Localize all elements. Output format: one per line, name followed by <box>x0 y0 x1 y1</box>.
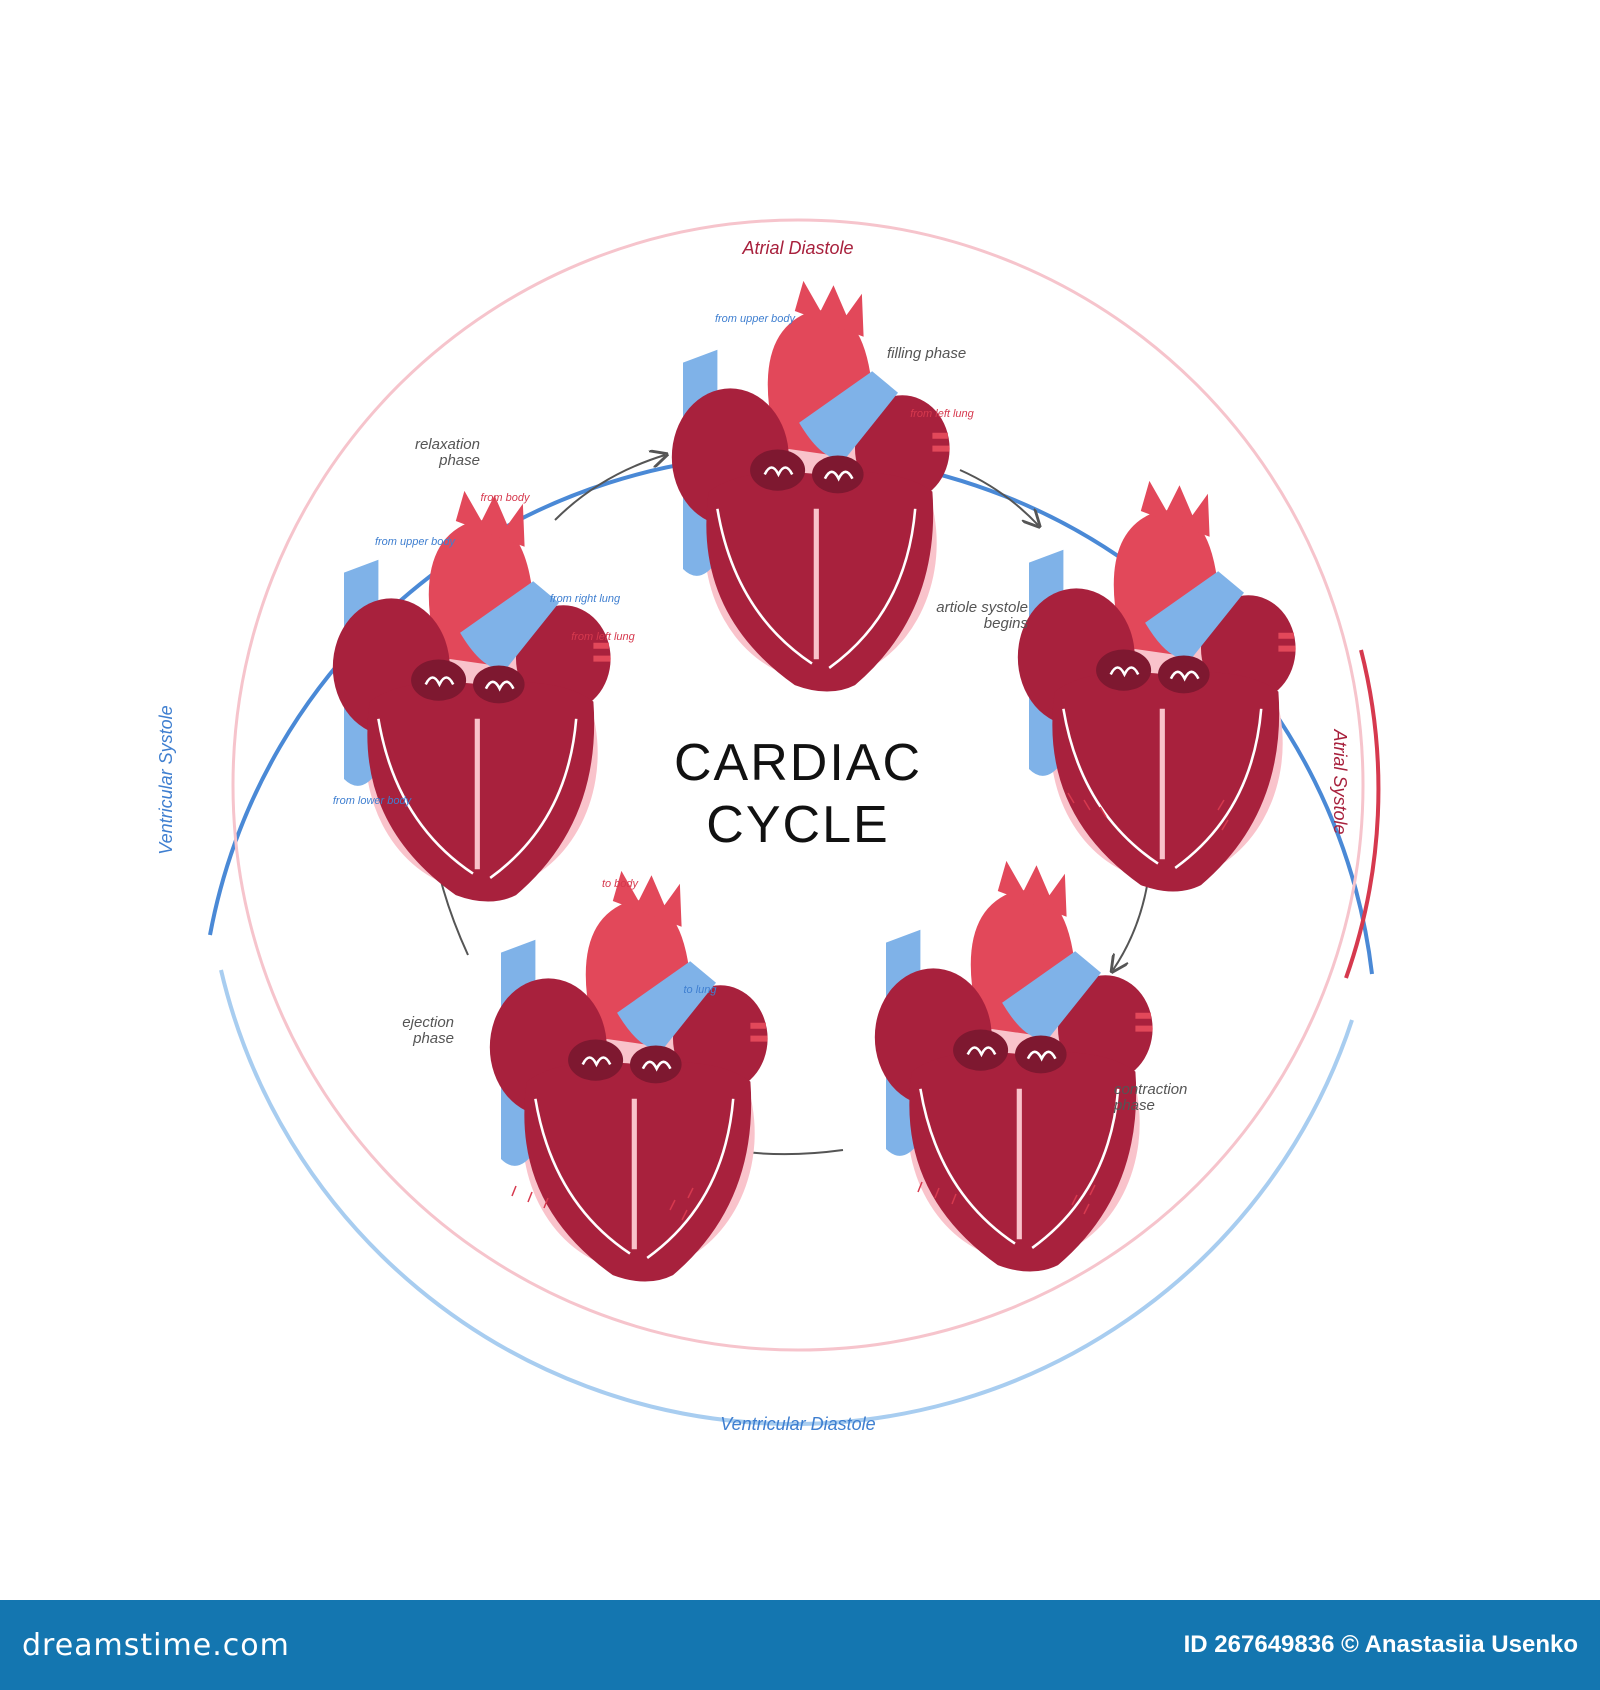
footer: dreamstime.com ID 267649836 © Anastasiia… <box>0 1600 1600 1690</box>
ring-label-atrial-diastole: Atrial Diastole <box>741 238 853 258</box>
heart-atriole-systole <box>1018 481 1296 892</box>
ring-label-ventricular-systole: Ventricular Systole <box>156 705 176 854</box>
ring-arc-ventricular-diastole <box>219 969 1354 1426</box>
heart-contraction-phase <box>875 861 1153 1272</box>
heart-filling-phase <box>672 281 950 692</box>
ring-label-ventricular-diastole: Ventricular Diastole <box>720 1414 875 1434</box>
pressure-ticks-contraction <box>917 1181 1096 1215</box>
phase-label-contraction-line2: phase <box>1113 1097 1155 1114</box>
note-from-upper-body-relaxation: from upper body <box>375 536 457 548</box>
phase-label-atriole-line2: begins <box>984 615 1029 632</box>
pressure-ticks-atriole <box>1067 792 1229 831</box>
note-from-lower-body: from lower body <box>333 795 413 807</box>
heart-ejection-phase <box>490 871 768 1282</box>
cycle-arrow-relaxation-to-filling <box>554 455 665 521</box>
ring-label-atrial-systole: Atrial Systole <box>1330 728 1350 834</box>
note-from-upper-body-filling: from upper body <box>715 313 797 325</box>
phase-label-atriole-line1: artiole systole <box>936 599 1028 616</box>
ring-inner-pink <box>231 218 1365 1352</box>
note-from-left-lung-relaxation: from left lung <box>571 631 635 643</box>
cycle-arrow-atriole-to-contraction <box>1113 879 1149 970</box>
ring-arc-atrial-systole <box>1344 649 1381 979</box>
heart-relaxation-phase <box>333 491 611 902</box>
phase-label-ejection-line1: ejection <box>402 1014 454 1031</box>
footer-credit: ID 267649836 © Anastasiia Usenko <box>1183 1631 1578 1658</box>
note-to-body: to body <box>602 878 640 890</box>
phase-label-relaxation-line2: phase <box>438 452 480 469</box>
pressure-ticks-ejection <box>511 1185 694 1221</box>
phase-label-relaxation-line1: relaxation <box>415 436 480 453</box>
diagram-title-line2: CYCLE <box>706 796 889 854</box>
footer-band <box>0 1600 1600 1690</box>
phase-label-filling: filling phase <box>887 345 966 362</box>
phase-label-contraction-line1: contraction <box>1114 1081 1187 1098</box>
note-to-lung: to lung <box>683 984 717 996</box>
phase-label-ejection-line2: phase <box>412 1030 454 1047</box>
cycle-arrow-filling-to-atriole <box>959 469 1038 525</box>
note-from-right-lung: from right lung <box>550 593 621 605</box>
note-from-left-lung-filling: from left lung <box>910 408 974 420</box>
footer-logo[interactable]: dreamstime.com <box>22 1627 290 1663</box>
note-from-body: from body <box>481 492 531 504</box>
diagram-title-line1: CARDIAC <box>674 734 922 792</box>
